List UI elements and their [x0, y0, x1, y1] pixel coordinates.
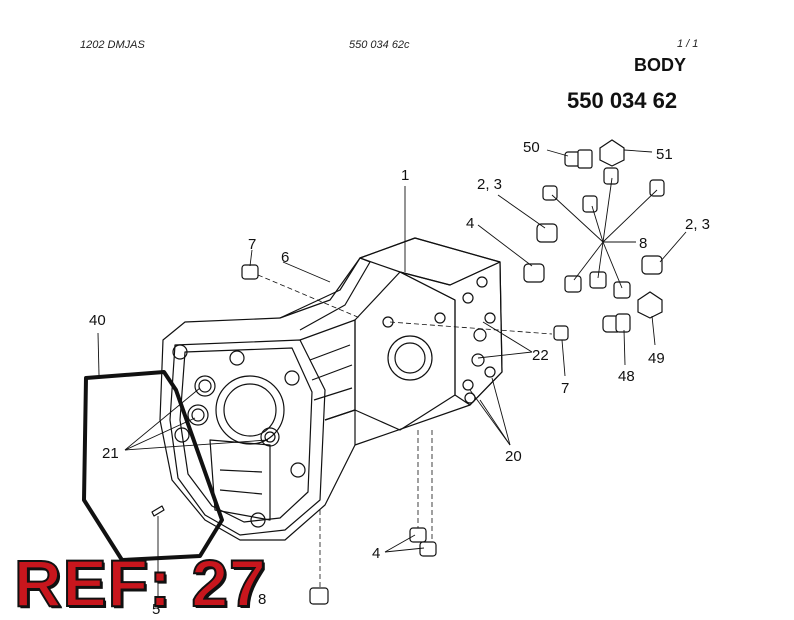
pump-body-drawing: [151, 237, 503, 541]
leader-lines: [97, 149, 687, 600]
callout-22: 22: [532, 347, 549, 364]
seal-gasket-40: [82, 370, 224, 562]
callout-1: 1: [401, 167, 409, 184]
callout-7-right: 7: [561, 380, 569, 397]
callout-7-left: 7: [248, 236, 256, 253]
callout-2-3-right: 2, 3: [685, 216, 710, 233]
fittings-group: [241, 139, 665, 605]
callout-4-bottom: 4: [372, 545, 380, 562]
part-number-title: 550 034 62: [567, 88, 678, 113]
callout-48: 48: [618, 368, 635, 385]
callout-8-right: 8: [639, 235, 647, 252]
assembly-axes: [257, 274, 553, 588]
header-page-number: 1 / 1: [677, 38, 699, 50]
part-name-title: BODY: [634, 55, 687, 75]
callout-40: 40: [89, 312, 106, 329]
header-left-code: 1202 DMJAS: [80, 39, 145, 51]
callout-5: 5: [152, 601, 160, 616]
header-center-code: 550 034 62c: [349, 39, 410, 51]
callout-20: 20: [505, 448, 522, 465]
callout-8-bottom: 8: [258, 591, 266, 608]
callout-51: 51: [656, 146, 673, 163]
callout-50: 50: [523, 139, 540, 156]
callout-2-3-left: 2, 3: [477, 176, 502, 193]
callout-6: 6: [281, 249, 289, 266]
callout-49: 49: [648, 350, 665, 367]
callout-4-top: 4: [466, 215, 474, 232]
reference-label: REF: 27: [13, 546, 267, 620]
callout-21: 21: [102, 445, 119, 462]
